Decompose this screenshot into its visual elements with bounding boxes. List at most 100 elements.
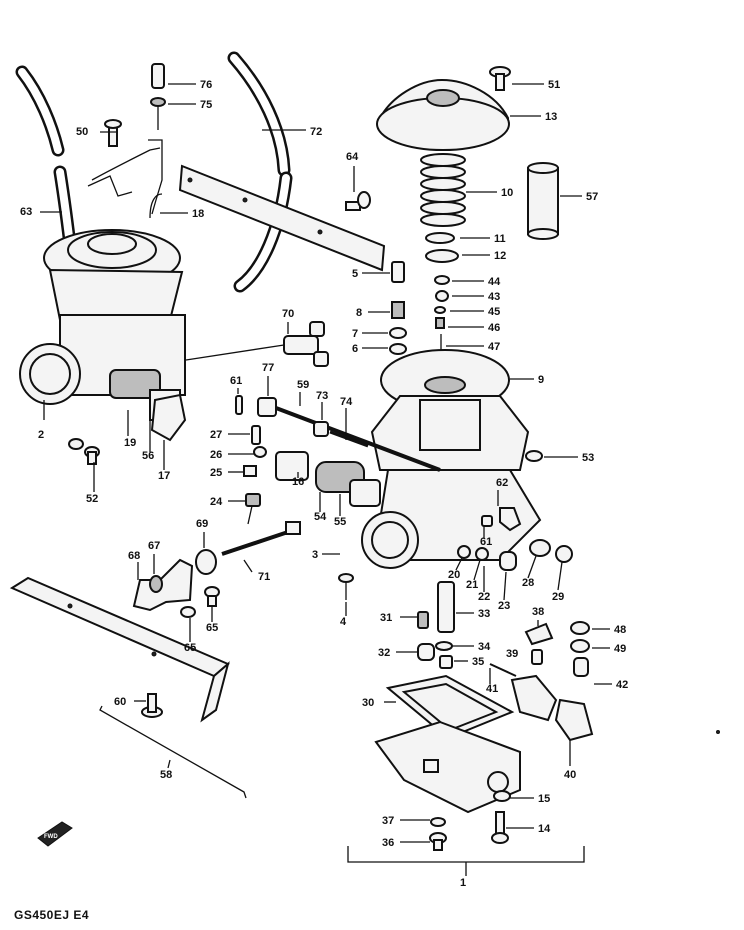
callout-p40: 40 [564, 740, 576, 781]
gasket-30 [385, 674, 515, 740]
part-number-label: 45 [488, 306, 500, 318]
callout-p45: 45 [450, 306, 500, 318]
callout-p16: 16 [292, 472, 304, 488]
callout-p21: 21 [466, 559, 481, 591]
parts-31-32-34-35 [417, 611, 453, 669]
leader-line [243, 559, 253, 573]
part-number-label: 63 [20, 206, 32, 218]
callout-p71: 71 [243, 559, 270, 583]
parts-38-39 [524, 622, 554, 665]
callout-p55: 55 [334, 494, 346, 528]
part-number-label: 6 [352, 343, 358, 355]
part-number-label: 5 [352, 268, 358, 280]
part-number-label: 40 [564, 769, 576, 781]
callout-p47: 47 [446, 341, 500, 353]
callout-p77: 77 [262, 362, 274, 396]
callout-p73: 73 [316, 390, 328, 420]
bracket-18 [87, 63, 166, 219]
callout-p1: 1 [460, 868, 467, 889]
screw-64 [345, 191, 371, 211]
bracket-68-67 [132, 558, 194, 612]
top-cover-13 [376, 78, 510, 151]
part-number-label: 71 [258, 571, 270, 583]
callout-p74: 74 [340, 396, 353, 440]
bracket-line-1 [347, 846, 585, 868]
part-number-label: 54 [314, 511, 327, 523]
callout-p51: 51 [512, 79, 560, 91]
part-number-label: 61 [230, 375, 242, 387]
callout-p63: 63 [20, 206, 62, 218]
bracket-plate [9, 576, 230, 723]
callout-p48: 48 [592, 624, 626, 636]
part-number-label: 70 [282, 308, 294, 320]
front-arrow-icon: FWD [37, 821, 73, 847]
screw-15 [493, 790, 511, 802]
part-number-label: 32 [378, 647, 390, 659]
leader-line [527, 555, 537, 579]
part-number-label: 41 [486, 683, 498, 695]
part-number-label: 59 [297, 379, 309, 391]
callout-p65a: 65 [206, 606, 218, 634]
part-number-label: 44 [488, 276, 501, 288]
part-number-label: 23 [498, 600, 510, 612]
callout-p62: 62 [496, 477, 508, 506]
part-number-label: 9 [538, 374, 544, 386]
callout-p14: 14 [506, 823, 551, 835]
part-number-label: 30 [362, 697, 374, 709]
part-number-label: 49 [614, 643, 626, 655]
part-number-label: 61 [480, 536, 492, 548]
callout-p75: 75 [168, 99, 212, 111]
part-number-label: 22 [478, 591, 490, 603]
part-number-label: 18 [192, 208, 204, 220]
callout-p2: 2 [38, 400, 45, 441]
callout-p72: 72 [262, 126, 322, 138]
left-carburetor [19, 229, 187, 442]
leader-line [167, 759, 171, 769]
callout-p31: 31 [380, 612, 418, 624]
callout-p37: 37 [382, 815, 430, 827]
callout-p34: 34 [452, 641, 491, 653]
callout-p5: 5 [352, 268, 390, 280]
leader-line [557, 561, 563, 591]
front-marker-text: FWD [44, 834, 58, 840]
callout-p20: 20 [448, 557, 463, 581]
part-number-label: 69 [196, 518, 208, 530]
screw-4 [338, 573, 354, 600]
leader-line [455, 557, 463, 571]
callout-p69: 69 [196, 518, 208, 548]
callout-p39: 39 [506, 648, 518, 660]
part-number-label: 74 [340, 396, 353, 408]
fitting-70 [185, 321, 329, 367]
callout-p12: 12 [462, 250, 506, 262]
callout-p11: 11 [460, 233, 506, 245]
washer-group-2 [68, 438, 100, 465]
part-number-label: 35 [472, 656, 484, 668]
small-parts-27-26-25-24 [243, 425, 267, 525]
callout-p10: 10 [466, 187, 513, 199]
screw-50 [104, 119, 122, 147]
seat-11-12 [425, 232, 459, 263]
part-number-label: 56 [142, 450, 154, 462]
hose-72 [227, 51, 293, 293]
part-number-label: 73 [316, 390, 328, 402]
callout-p52: 52 [86, 462, 98, 505]
part-number-label: 20 [448, 569, 460, 581]
callout-p67: 67 [148, 540, 160, 574]
part-number-label: 17 [158, 470, 170, 482]
part-number-label: 77 [262, 362, 274, 374]
callout-p53: 53 [544, 452, 594, 464]
part-number-label: 62 [496, 477, 508, 489]
cylinder-57 [527, 162, 559, 240]
part-number-label: 1 [460, 877, 466, 889]
callout-p26: 26 [210, 449, 254, 461]
callout-p65b: 65 [184, 618, 196, 654]
callout-p38: 38 [532, 606, 544, 626]
fuel-bar [178, 164, 386, 272]
callout-p36: 36 [382, 837, 430, 849]
part-number-label: 13 [545, 111, 557, 123]
callout-p49: 49 [592, 643, 626, 655]
spring-69 [195, 549, 217, 575]
part-number-label: 50 [76, 126, 88, 138]
callout-p64: 64 [346, 151, 359, 192]
